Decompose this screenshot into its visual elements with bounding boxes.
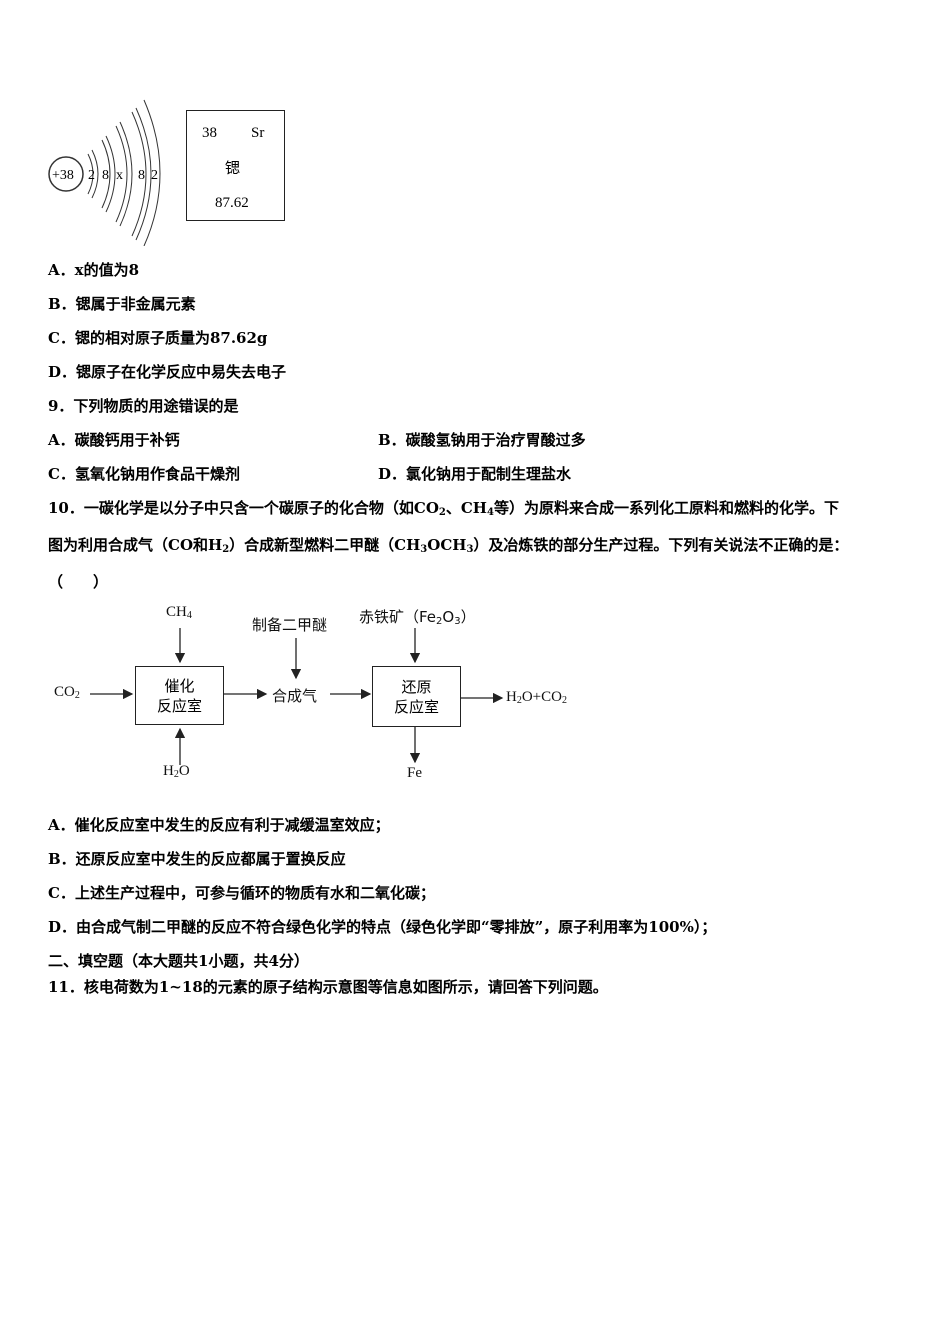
q10-stem-line1: 10．一碳化学是以分子中只含一个碳原子的化合物（如CO2、CH4等）为原料来合成… — [48, 499, 839, 518]
q9-option-d: D．氯化钠用于配制生理盐水 — [378, 465, 572, 483]
shell-3-count: x — [116, 168, 123, 183]
label-ch4: CH4 — [166, 604, 192, 621]
label-h2o: H2O — [163, 763, 190, 780]
q9-option-b: B．碳酸氢钠用于治疗胃酸过多 — [378, 431, 586, 449]
q10-answer-paren: （ ） — [48, 573, 109, 591]
q8-option-a: A．x的值为8 — [48, 261, 140, 279]
q10-option-b: B．还原反应室中发生的反应都属于置换反应 — [48, 850, 346, 868]
label-hematite: 赤铁矿（Fe2O3） — [359, 608, 476, 627]
q8-option-b: B．锶属于非金属元素 — [48, 295, 196, 313]
q8-option-d: D．锶原子在化学反应中易失去电子 — [48, 363, 287, 381]
shell-5-count: 2 — [151, 168, 158, 183]
q9-stem: 9．下列物质的用途错误的是 — [48, 397, 239, 415]
q9-option-a: A．碳酸钙用于补钙 — [48, 431, 180, 449]
q10-option-d: D．由合成气制二甲醚的反应不符合绿色化学的特点（绿色化学即“零排放”，原子利用率… — [48, 918, 717, 936]
q8-option-c: C．锶的相对原子质量为87.62g — [48, 329, 268, 347]
label-syngas: 合成气 — [272, 687, 318, 705]
q9-option-c: C．氢氧化钠用作食品干燥剂 — [48, 465, 240, 483]
nucleus-charge: +38 — [52, 168, 74, 183]
element-name: 锶 — [225, 159, 241, 177]
nucleus-circle — [48, 156, 84, 192]
label-fe: Fe — [407, 765, 422, 781]
section-2-heading: 二、填空题（本大题共1小题，共4分） — [48, 952, 309, 970]
label-output: H2O+CO2 — [506, 689, 567, 706]
element-card: 38 Sr 锶 87.62 — [186, 110, 285, 221]
atom-structure-diagram: +38 2 8 x 8 2 — [48, 99, 161, 246]
q11-stem: 11．核电荷数为1~18的元素的原子结构示意图等信息如图所示，请回答下列问题。 — [48, 978, 608, 996]
atomic-number: 38 — [202, 125, 217, 141]
q10-stem-line2: 图为利用合成气（CO和H2）合成新型燃料二甲醚（CH3OCH3）及冶炼铁的部分生… — [48, 536, 849, 555]
label-co2: CO2 — [54, 684, 80, 701]
element-symbol: Sr — [251, 125, 265, 141]
label-prep-dme: 制备二甲醚 — [252, 616, 328, 634]
process-diagram-arrows — [90, 628, 504, 765]
q10-option-a: A．催化反应室中发生的反应有利于减缓温室效应； — [48, 816, 390, 834]
shell-4-count: 8 — [138, 168, 145, 183]
atomic-mass: 87.62 — [215, 195, 249, 211]
catalytic-reactor-box: 催化 反应室 — [135, 666, 224, 725]
q10-option-c: C．上述生产过程中，可参与循环的物质有水和二氧化碳； — [48, 884, 435, 902]
reduction-reactor-box: 还原 反应室 — [372, 666, 461, 727]
shell-2-count: 8 — [102, 168, 109, 183]
shell-1-count: 2 — [88, 168, 95, 183]
